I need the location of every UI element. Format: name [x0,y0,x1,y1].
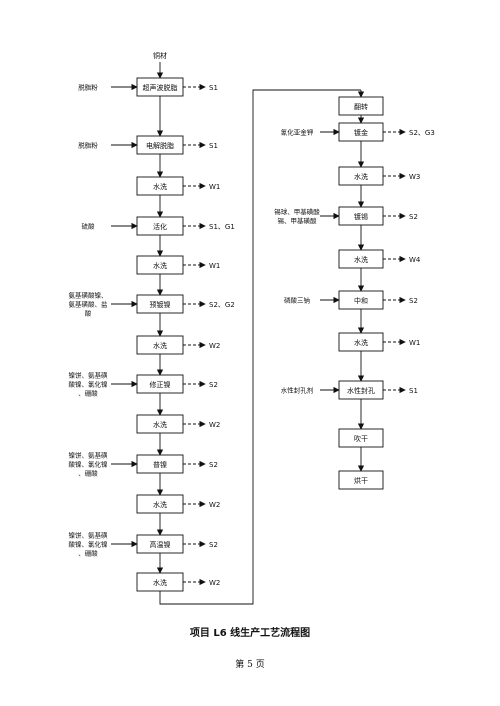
left-input-text-7-1: 酸镍、氯化镍 [69,380,109,389]
left-input-text-7-2: 、硼酸 [78,389,98,398]
top-input-label: 铜材 [153,51,167,60]
left-output-label-5: S2、G2 [209,301,235,309]
left-step-label-9: 普镍 [153,460,167,469]
right-step-label-7: 水性封孔 [347,386,375,395]
right-input-text-3-0: 锡球、甲基磺酸 [274,207,320,216]
left-input-text-11-1: 酸镍、氯化镍 [69,540,109,549]
left-output-label-11: S2 [209,541,218,549]
right-step-label-3: 镀锡 [354,212,368,221]
left-step-label-4: 水洗 [153,261,167,270]
left-step-label-3: 活化 [153,222,167,231]
right-output-label-2: W3 [409,173,420,181]
left-output-label-7: S2 [209,381,218,389]
right-step-label-6: 水洗 [354,338,368,347]
right-output-label-4: W4 [409,256,421,264]
left-input-text-0-0: 脱脂粉 [78,83,98,92]
right-input-text-1-0: 氰化亚金钾 [281,128,314,137]
page-number: 第 5 页 [235,660,265,670]
right-input-text-3-1: 锡、甲基磺酸 [278,216,318,225]
left-input-text-11-0: 镍饼、氨基磺 [69,531,109,540]
right-input-text-7-0: 水性封孔剂 [281,386,314,395]
right-step-label-9: 烘干 [354,476,368,485]
left-step-label-5: 预镀镍 [150,300,171,309]
left-input-text-3-0: 硫酸 [82,222,96,231]
left-step-label-1: 电解脱脂 [146,141,174,150]
left-input-text-5-2: 酸 [85,309,92,318]
left-input-text-11-2: 、硼酸 [78,549,98,558]
left-output-label-10: W2 [209,501,220,509]
left-output-label-12: W2 [209,579,220,587]
left-output-label-6: W2 [209,342,220,350]
left-input-text-7-0: 镍饼、氨基磺 [69,371,109,380]
left-input-text-5-1: 氨基磺酸、盐 [69,300,109,309]
left-step-label-7: 修正镍 [150,380,171,389]
left-output-label-9: S2 [209,461,218,469]
left-step-label-8: 水洗 [153,420,167,429]
left-step-label-6: 水洗 [153,341,167,350]
left-step-label-0: 超声波脱脂 [143,83,178,92]
figure-caption: 项目 L6 线生产工艺流程图 [189,628,311,639]
right-step-label-1: 镀金 [354,128,368,137]
left-step-label-12: 水洗 [153,578,167,587]
left-step-label-2: 水洗 [153,182,167,191]
right-step-label-2: 水洗 [354,172,368,181]
left-output-label-8: W2 [209,421,220,429]
right-output-label-3: S2 [409,213,418,221]
right-input-text-5-0: 磷酸三钠 [284,296,310,305]
right-output-label-7: S1 [409,387,418,395]
right-step-label-0: 翻转 [354,102,368,111]
column-connector-line [159,89,361,605]
left-output-label-4: W1 [209,262,220,270]
left-step-label-10: 水洗 [153,500,167,509]
left-input-text-9-1: 酸镍、氯化镍 [69,460,109,469]
left-output-label-2: W1 [209,183,220,191]
left-input-text-5-0: 氨基磺酸镍、 [69,291,108,300]
right-step-label-4: 水洗 [354,255,368,264]
left-input-text-9-2: 、硼酸 [78,469,98,478]
left-output-label-1: S1 [209,142,218,150]
right-output-label-1: S2、G3 [409,129,435,137]
right-step-label-8: 吹干 [354,434,368,443]
left-input-text-1-0: 脱脂粉 [78,141,98,150]
right-output-label-6: W1 [409,339,420,347]
left-input-text-9-0: 镍饼、氨基磺 [69,451,109,460]
left-output-label-0: S1 [209,84,218,92]
left-step-label-11: 高温镍 [150,540,171,549]
right-output-label-5: S2 [409,297,418,305]
left-output-label-3: S1、G1 [209,223,235,231]
right-step-label-5: 中和 [354,296,368,305]
